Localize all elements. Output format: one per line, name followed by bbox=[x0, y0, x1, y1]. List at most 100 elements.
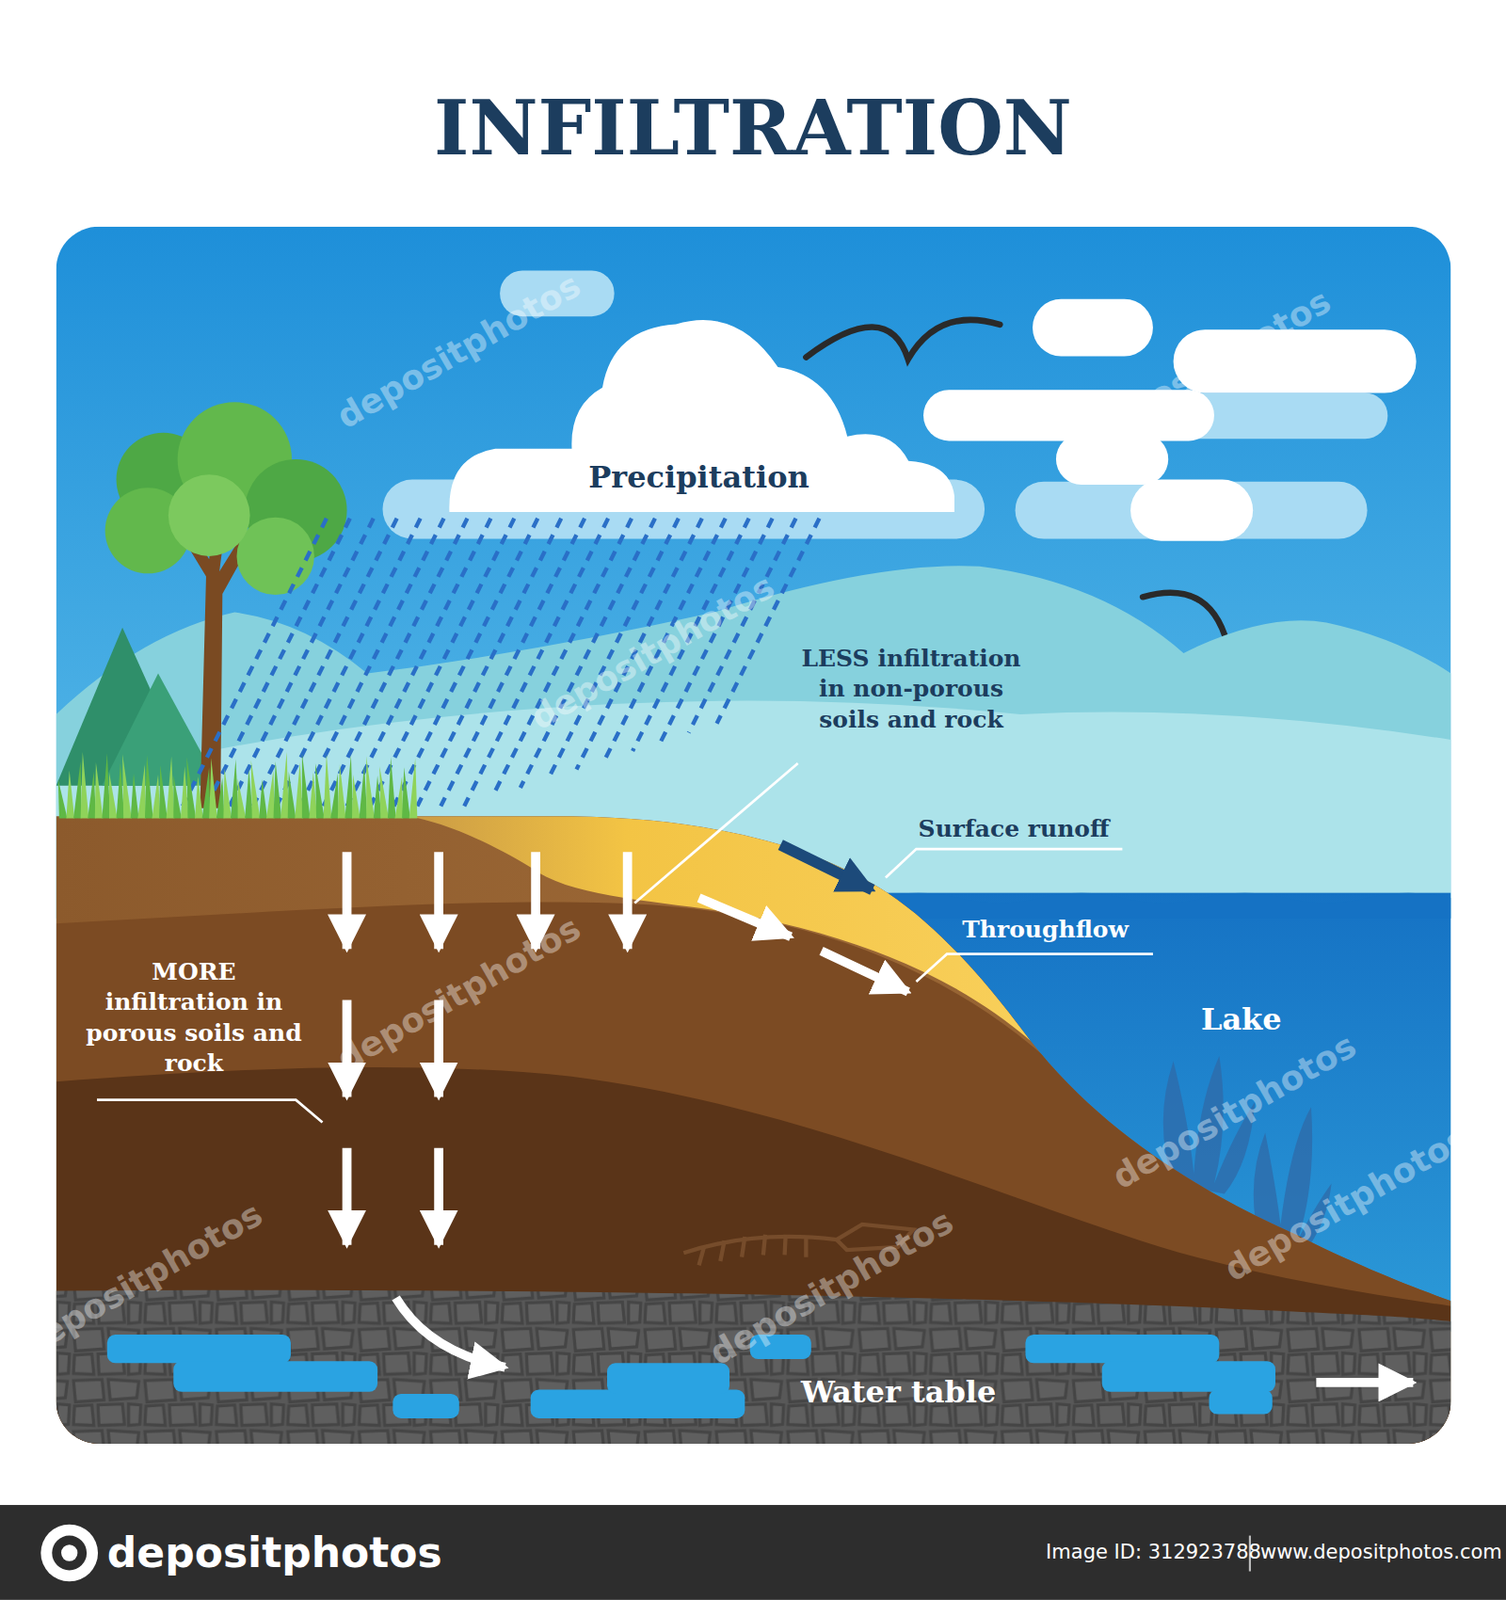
rain-streak bbox=[440, 518, 585, 807]
grass-blade bbox=[258, 779, 268, 818]
cloud-shape: Precipitation bbox=[444, 305, 955, 515]
flow-arrows bbox=[342, 851, 353, 949]
birds bbox=[805, 320, 1000, 360]
footer-text: Image ID: 312923788 bbox=[1045, 1539, 1262, 1566]
grass-blade bbox=[159, 765, 168, 818]
grass-blade bbox=[166, 755, 176, 818]
right-clouds bbox=[923, 299, 1417, 542]
groundwater bbox=[1025, 1334, 1219, 1363]
leader-lines bbox=[96, 763, 1154, 1123]
groundwater bbox=[1209, 1390, 1273, 1415]
grass-blade bbox=[395, 776, 404, 818]
grass-blade bbox=[186, 756, 196, 818]
region-label: Lake bbox=[1201, 1000, 1282, 1041]
grass-blade bbox=[216, 777, 225, 818]
footer-logo bbox=[61, 1544, 78, 1561]
grass-blade bbox=[122, 753, 132, 818]
grass-blade bbox=[344, 754, 353, 818]
grass-blade bbox=[273, 761, 283, 819]
grass-blade bbox=[302, 753, 311, 818]
flow-arrows bbox=[396, 1297, 506, 1368]
grass-blade bbox=[80, 752, 90, 818]
footer-logo bbox=[40, 1524, 98, 1583]
tree bbox=[168, 474, 251, 557]
right-clouds bbox=[1130, 480, 1253, 542]
footer-bar bbox=[0, 1505, 1506, 1600]
callout-text: LESS infiltration in non-porous soils an… bbox=[793, 643, 1029, 737]
grass-blade bbox=[352, 774, 361, 819]
groundwater bbox=[607, 1362, 730, 1394]
rain-streak bbox=[300, 518, 445, 807]
grass bbox=[58, 752, 418, 818]
grass-blade bbox=[130, 773, 140, 819]
grass-blade bbox=[58, 779, 68, 818]
footer-text: www.depositphotos.com bbox=[1260, 1539, 1503, 1566]
groundwater bbox=[530, 1390, 746, 1419]
grass-blade bbox=[359, 765, 369, 818]
ground bbox=[56, 816, 1452, 1444]
lake-surface bbox=[877, 893, 1451, 919]
grass-blade bbox=[323, 753, 333, 818]
grass-blade bbox=[315, 763, 325, 819]
fossil bbox=[699, 1234, 807, 1266]
rain-streak bbox=[464, 518, 609, 807]
groundwater bbox=[392, 1393, 459, 1419]
groundwater bbox=[173, 1361, 378, 1393]
rain-streak bbox=[182, 518, 327, 807]
flow-arrows bbox=[1315, 1377, 1413, 1388]
grass-blade bbox=[87, 771, 97, 819]
grass-blade bbox=[238, 778, 247, 818]
fossil bbox=[683, 1236, 837, 1253]
rain-streak bbox=[323, 518, 468, 807]
flow-arrows bbox=[433, 851, 444, 949]
rain bbox=[182, 518, 819, 807]
flow-arrows bbox=[699, 897, 792, 937]
region-label: Water table bbox=[801, 1373, 996, 1413]
tree bbox=[236, 517, 314, 595]
rain-streak bbox=[253, 518, 398, 807]
grass-blade bbox=[95, 762, 104, 819]
runoff-arrow bbox=[780, 845, 873, 891]
grass-blade bbox=[230, 759, 240, 819]
grass-blade bbox=[173, 775, 182, 819]
flow-arrows bbox=[347, 851, 1414, 1383]
cloud-label: Precipitation bbox=[444, 459, 955, 496]
rain-streak bbox=[206, 518, 351, 807]
grass-blade bbox=[223, 768, 232, 818]
grass-blade bbox=[379, 766, 389, 818]
grass-blade bbox=[280, 752, 289, 818]
grass-blade bbox=[266, 770, 275, 819]
flow-arrows bbox=[433, 1148, 444, 1246]
callout-text: Throughflow bbox=[961, 914, 1129, 946]
title: INFILTRATION bbox=[433, 79, 1073, 177]
grass-blade bbox=[109, 772, 118, 819]
grass-blade bbox=[101, 753, 111, 818]
groundwater bbox=[107, 1334, 291, 1363]
rain-streak bbox=[276, 518, 421, 807]
grass-blade bbox=[194, 776, 204, 818]
ground bbox=[56, 816, 1452, 1444]
grass-blade bbox=[144, 754, 154, 818]
flow-arrows bbox=[821, 950, 909, 992]
grass-blade bbox=[337, 764, 347, 818]
leader-lines bbox=[634, 763, 798, 904]
leader-lines bbox=[915, 954, 1153, 982]
grass-blade bbox=[73, 761, 82, 819]
grass-blade bbox=[251, 760, 261, 819]
groundwater bbox=[1102, 1361, 1276, 1393]
rain-streak bbox=[369, 518, 514, 807]
grass-blade bbox=[202, 767, 211, 818]
grass-blade bbox=[137, 764, 146, 818]
grass-blade bbox=[387, 756, 397, 818]
rain-streak bbox=[347, 518, 492, 807]
ground bbox=[56, 816, 1452, 1444]
grass-blade bbox=[152, 774, 161, 819]
footer-logo bbox=[51, 1536, 87, 1571]
grass-blade bbox=[409, 758, 418, 819]
callout-text: MORE infiltration in porous soils and ro… bbox=[76, 957, 312, 1080]
flow-arrows bbox=[342, 1148, 353, 1246]
grass-blade bbox=[208, 758, 218, 819]
grass-blade bbox=[294, 762, 304, 819]
